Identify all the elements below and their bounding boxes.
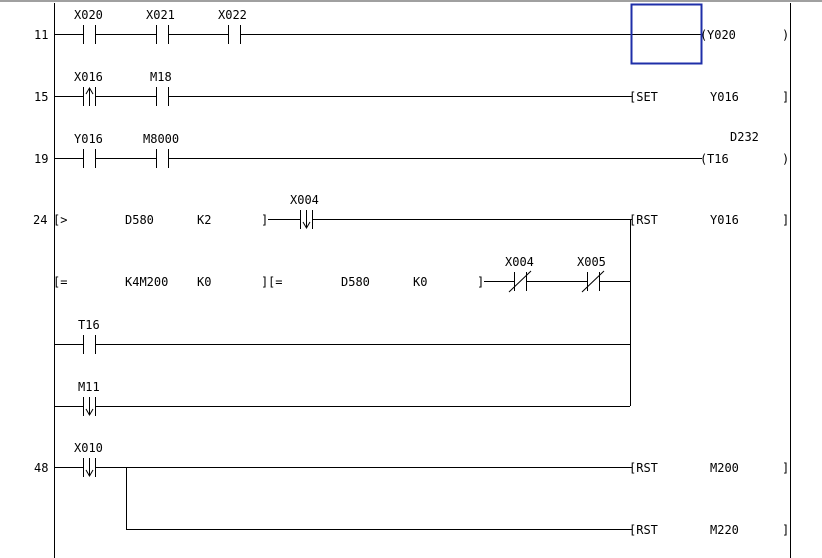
svg-text:X021: X021 bbox=[146, 8, 175, 22]
no-contact[interactable]: M18 bbox=[150, 70, 172, 106]
svg-text:K0: K0 bbox=[197, 275, 211, 289]
rst-instruction[interactable]: [RST M220 ] bbox=[629, 523, 789, 537]
svg-text:M11: M11 bbox=[78, 380, 100, 394]
svg-text:[RST: [RST bbox=[629, 523, 658, 537]
falling-edge-contact[interactable]: M11 bbox=[78, 380, 100, 416]
svg-text:X005: X005 bbox=[577, 255, 606, 269]
nc-contact[interactable]: X005 bbox=[577, 255, 606, 293]
svg-text:]: ] bbox=[782, 213, 789, 227]
svg-text:): ) bbox=[782, 28, 789, 42]
svg-text:]: ] bbox=[261, 275, 268, 289]
svg-text:(: ( bbox=[700, 152, 707, 166]
no-contact[interactable]: X020 bbox=[74, 8, 103, 44]
svg-text:[=: [= bbox=[53, 275, 67, 289]
no-contact[interactable]: X021 bbox=[146, 8, 175, 44]
rst-instruction[interactable]: [RST M200 ] bbox=[629, 461, 789, 475]
rung-48[interactable]: 48 X010 [RST M200 ] [RST M220 ] bbox=[34, 441, 789, 537]
compare-greater[interactable]: [> D580 K2 ] bbox=[53, 213, 268, 227]
rung-11[interactable]: 11 X020 X021 X022 ( Y020 ) bbox=[34, 3, 789, 65]
rst-instruction[interactable]: [RST Y016 ] bbox=[629, 213, 789, 227]
step-number: 24 bbox=[33, 213, 47, 227]
svg-text:]: ] bbox=[782, 90, 789, 104]
svg-text:Y016: Y016 bbox=[710, 90, 739, 104]
svg-text:T16: T16 bbox=[78, 318, 100, 332]
svg-text:[>: [> bbox=[53, 213, 67, 227]
compare-equal[interactable]: [= K4M200 K0 ] bbox=[53, 275, 268, 289]
svg-text:K2: K2 bbox=[197, 213, 211, 227]
svg-text:]: ] bbox=[782, 523, 789, 537]
no-contact[interactable]: M8000 bbox=[143, 132, 179, 168]
step-number: 11 bbox=[34, 28, 48, 42]
svg-text:[SET: [SET bbox=[629, 90, 658, 104]
falling-edge-contact[interactable]: X004 bbox=[290, 193, 319, 229]
compare-equal[interactable]: [= D580 K0 ] bbox=[268, 275, 484, 289]
svg-text:D580: D580 bbox=[125, 213, 154, 227]
set-instruction[interactable]: [SET Y016 ] bbox=[629, 90, 789, 104]
svg-text:Y020: Y020 bbox=[707, 28, 736, 42]
no-contact[interactable]: T16 bbox=[78, 318, 100, 354]
rung-15[interactable]: 15 X016 M18 [SET Y016 ] bbox=[34, 70, 789, 106]
svg-text:K4M200: K4M200 bbox=[125, 275, 168, 289]
cursor-box[interactable] bbox=[630, 3, 703, 65]
step-number: 48 bbox=[34, 461, 48, 475]
svg-text:T16: T16 bbox=[707, 152, 729, 166]
svg-text:Y016: Y016 bbox=[710, 213, 739, 227]
timer-coil[interactable]: D232 ( T16 ) bbox=[700, 130, 789, 166]
svg-text:M8000: M8000 bbox=[143, 132, 179, 146]
step-number: 19 bbox=[34, 152, 48, 166]
output-coil[interactable]: ( Y020 ) bbox=[700, 28, 789, 42]
nc-contact[interactable]: X004 bbox=[505, 255, 534, 293]
svg-text:]: ] bbox=[477, 275, 484, 289]
no-contact[interactable]: X022 bbox=[218, 8, 247, 44]
svg-text:X020: X020 bbox=[74, 8, 103, 22]
svg-text:M200: M200 bbox=[710, 461, 739, 475]
svg-text:X004: X004 bbox=[505, 255, 534, 269]
svg-text:M18: M18 bbox=[150, 70, 172, 84]
rung-19[interactable]: 19 Y016 M8000 D232 ( T16 ) bbox=[34, 130, 789, 168]
svg-text:[RST: [RST bbox=[629, 213, 658, 227]
svg-text:[RST: [RST bbox=[629, 461, 658, 475]
svg-text:Y016: Y016 bbox=[74, 132, 103, 146]
step-number: 15 bbox=[34, 90, 48, 104]
svg-text:K0: K0 bbox=[413, 275, 427, 289]
svg-text:[=: [= bbox=[268, 275, 282, 289]
no-contact[interactable]: Y016 bbox=[74, 132, 103, 168]
svg-text:]: ] bbox=[261, 213, 268, 227]
svg-text:D232: D232 bbox=[730, 130, 759, 144]
svg-text:X010: X010 bbox=[74, 441, 103, 455]
svg-text:X004: X004 bbox=[290, 193, 319, 207]
rung-24[interactable]: 24 [> D580 K2 ] X004 [RST Y016 ] [= K4M2… bbox=[33, 193, 789, 416]
svg-text:X022: X022 bbox=[218, 8, 247, 22]
svg-text:]: ] bbox=[782, 461, 789, 475]
svg-text:): ) bbox=[782, 152, 789, 166]
rising-edge-contact[interactable]: X016 bbox=[74, 70, 103, 106]
svg-text:D580: D580 bbox=[341, 275, 370, 289]
svg-text:(: ( bbox=[700, 28, 707, 42]
falling-edge-contact[interactable]: X010 bbox=[74, 441, 103, 477]
svg-text:M220: M220 bbox=[710, 523, 739, 537]
svg-text:X016: X016 bbox=[74, 70, 103, 84]
